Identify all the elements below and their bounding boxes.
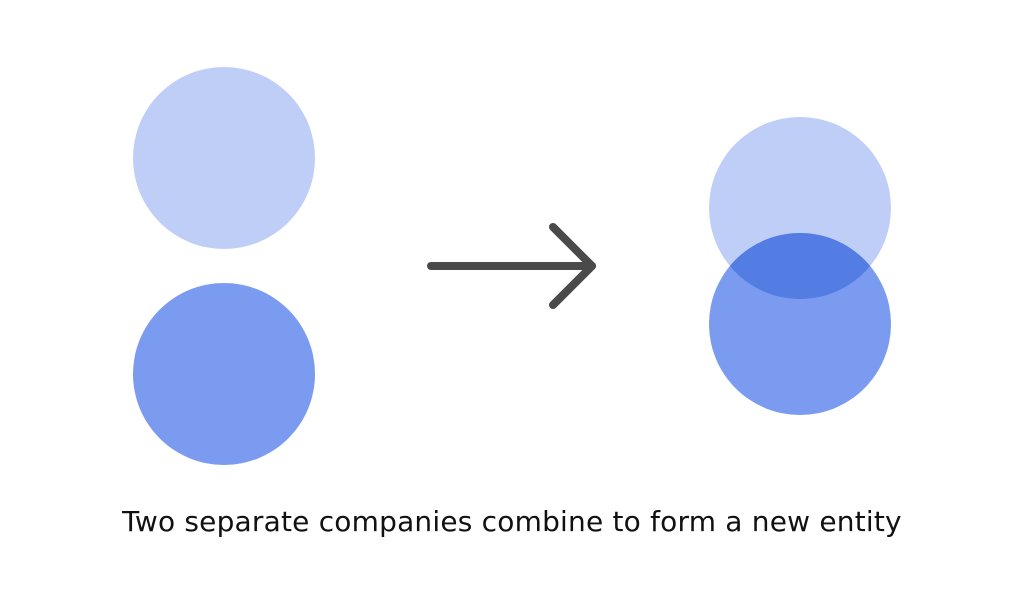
overlap-region	[709, 233, 891, 299]
right-arrow-icon	[427, 223, 596, 309]
diagram-caption: Two separate companies combine to form a…	[122, 505, 902, 538]
company-b-circle	[133, 283, 315, 465]
company-a-circle	[133, 67, 315, 249]
merged-entity	[709, 117, 891, 415]
